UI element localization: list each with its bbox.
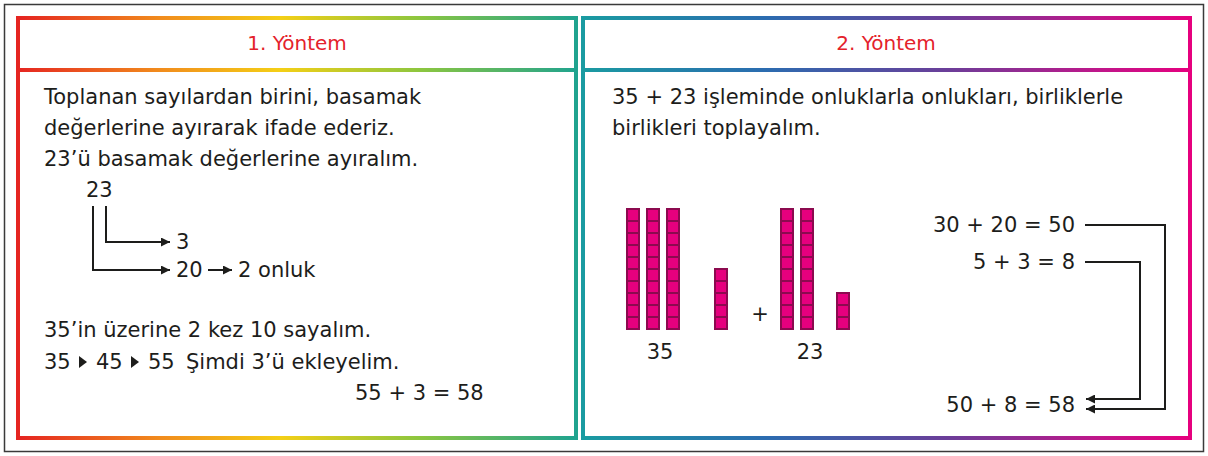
ten-rod-cells: [648, 210, 658, 330]
unit-column: [714, 268, 728, 330]
unit-column: [836, 292, 850, 330]
ten-rod: [626, 208, 640, 330]
block-label: 23: [797, 339, 824, 365]
split-arrow: [93, 206, 170, 270]
count-step: 35: [44, 349, 71, 375]
plus-sign: +: [751, 301, 769, 327]
instruction-text: 35’in üzerine 2 kez 10 sayalım.: [44, 317, 371, 343]
count-arrow: [131, 356, 139, 368]
count-step: 55: [148, 349, 175, 375]
sum-arrow: [1085, 225, 1165, 409]
ten-rod: [780, 208, 794, 330]
equation: 55 + 3 = 58: [355, 380, 484, 406]
unit-cells: [838, 294, 848, 330]
instruction-text: 23’ü basamak değerlerine ayıralım.: [44, 146, 418, 172]
ten-rod-cells: [628, 210, 638, 330]
block-label: 35: [647, 339, 674, 365]
header-divider: [581, 68, 1192, 72]
count-step: 45: [96, 349, 123, 375]
ten-rod-cells: [802, 210, 812, 330]
equation: 5 + 3 = 8: [973, 249, 1075, 275]
method-heading: 2. Yöntem: [836, 30, 936, 56]
method-panel: 1. YöntemToplanan sayılardan birini, bas…: [16, 16, 578, 440]
equation: 30 + 20 = 50: [933, 212, 1075, 238]
ten-rod: [646, 208, 660, 330]
equation: 50 + 8 = 58: [946, 392, 1075, 418]
ten-rod: [666, 208, 680, 330]
ten-rod-cells: [782, 210, 792, 330]
instruction-text: Şimdi 3’ü ekleyelim.: [186, 349, 399, 375]
number: 23: [86, 177, 113, 203]
header-divider: [16, 68, 578, 72]
sum-arrow: [1085, 262, 1140, 399]
ten-rod-cells: [668, 210, 678, 330]
instruction-text: 35 + 23 işleminde onluklarla onlukları, …: [612, 82, 1152, 144]
count-arrow: [79, 356, 87, 368]
unit-cells: [716, 270, 726, 330]
tens-count: 2 onluk: [238, 257, 316, 283]
to-arrow: [208, 269, 232, 271]
ones-value: 3: [176, 229, 189, 255]
method-heading: 1. Yöntem: [247, 30, 347, 56]
instruction-text: Toplanan sayılardan birini, basamak değe…: [44, 82, 534, 144]
outer-frame: [5, 5, 1204, 452]
tens-value: 20: [176, 257, 203, 283]
split-arrow: [106, 206, 170, 242]
method-panel: 2. Yöntem 35 + 23 işleminde onluklarla on…: [581, 16, 1192, 440]
ten-rod: [800, 208, 814, 330]
